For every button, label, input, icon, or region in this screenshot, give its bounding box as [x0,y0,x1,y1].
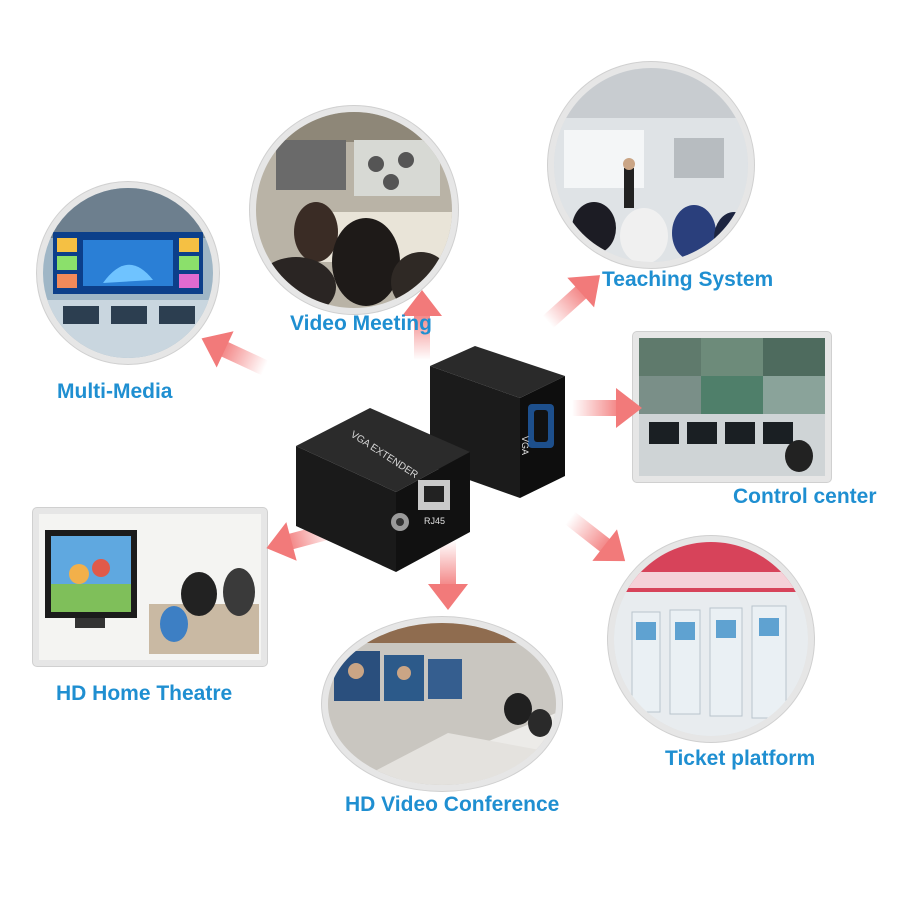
control-center-photo [633,332,831,482]
hd-video-conference-photo [322,617,562,791]
arrow-to-multi-media [201,331,269,376]
label-hd-video-conference: HD Video Conference [345,793,560,816]
label-control-center: Control center [733,485,877,508]
label-ticket-platform: Ticket platform [665,747,816,770]
label-multi-media: Multi-Media [57,380,173,403]
label-hd-home-theatre: HD Home Theatre [56,682,233,705]
video-meeting-photo [250,106,458,314]
teaching-system-photo [548,62,754,268]
multi-media-photo [37,182,219,364]
vga-extender-device: VGA VGA EXTENDER RJ45 [290,336,580,572]
vga-port-label: VGA [520,436,530,455]
rj45-port-label: RJ45 [424,516,445,526]
label-video-meeting: Video Meeting [290,312,432,335]
arrow-to-control-center [572,388,642,428]
ticket-platform-photo [608,536,814,742]
label-teaching-system: Teaching System [602,268,774,291]
hd-home-theatre-photo [33,508,267,666]
